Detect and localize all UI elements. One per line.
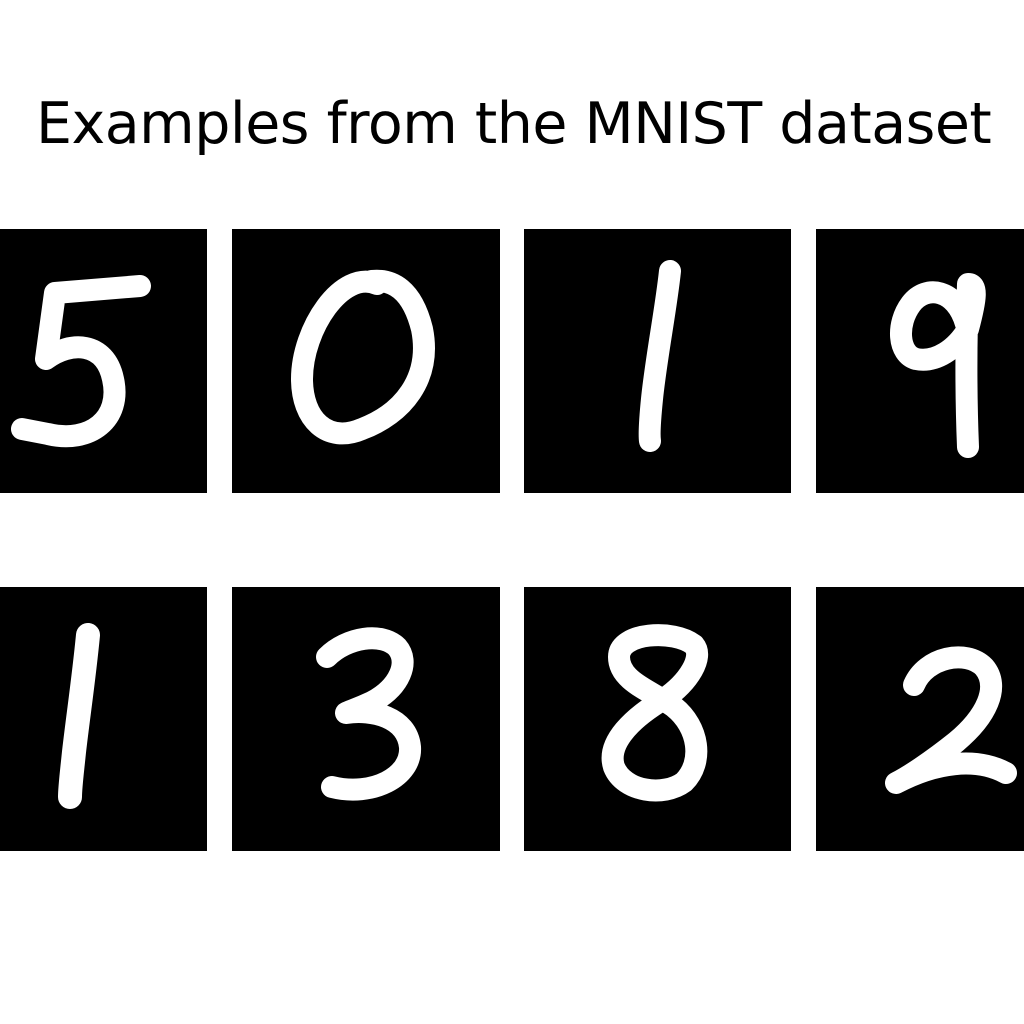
digit-tile: 1 (524, 229, 791, 493)
digit-tile: 8 (524, 587, 791, 851)
handwritten-digit-5-image (11, 275, 151, 448)
handwritten-digit-1-image (638, 260, 681, 452)
digit-tile: 3 (232, 587, 500, 851)
digit-tile: 1 (0, 587, 207, 851)
handwritten-digit-8-image (601, 624, 709, 802)
handwritten-digit-1-image (58, 623, 100, 809)
digit-tile: 9 (816, 229, 1024, 493)
digit-tile: 5 (0, 229, 207, 493)
handwritten-digit-0-image (291, 269, 435, 445)
digit-tile: 2 (816, 587, 1024, 851)
page-title: Examples from the MNIST dataset (36, 91, 992, 157)
handwritten-digit-3-image (316, 627, 421, 801)
digit-tile: 0 (232, 229, 500, 493)
handwritten-digit-2-image (885, 646, 1017, 794)
handwritten-digit-9-image (890, 273, 986, 458)
